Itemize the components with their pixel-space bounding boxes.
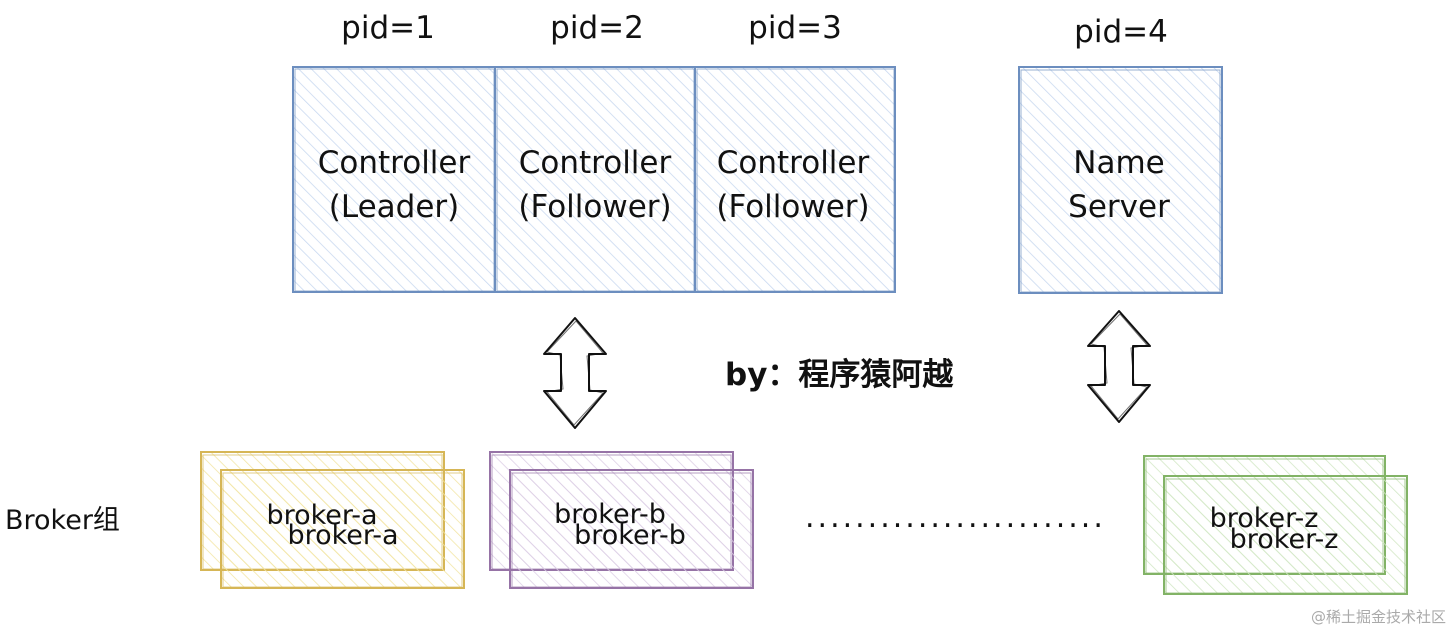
double-arrow-name-server — [1087, 310, 1151, 423]
broker-a-front-label: broker-a — [287, 520, 398, 551]
controller-follower-2-role: (Follower) — [716, 189, 869, 225]
controller-follower-box-1: Controller (Follower) — [494, 66, 696, 293]
pid-label-3: pid=3 — [748, 10, 842, 46]
controller-leader-title: Controller — [318, 145, 471, 181]
broker-a-back-label: broker-a — [266, 500, 377, 531]
broker-ellipsis: ........................ — [805, 500, 1106, 535]
name-server-box: Name Server — [1018, 66, 1223, 294]
pid-label-2: pid=2 — [550, 10, 644, 46]
author-credit: by：程序猿阿越 — [725, 357, 954, 393]
broker-z-front-label: broker-z — [1230, 524, 1339, 555]
controller-follower-box-2: Controller (Follower) — [694, 66, 896, 293]
broker-b-back-label: broker-b — [554, 499, 666, 530]
broker-group-label: Broker组 — [5, 505, 120, 536]
name-server-subtitle: Server — [1068, 189, 1170, 225]
controller-leader-role: (Leader) — [329, 189, 459, 225]
controller-follower-1-role: (Follower) — [518, 189, 671, 225]
broker-z-stack: broker-z broker-z — [1143, 455, 1408, 595]
pid-label-1: pid=1 — [341, 10, 435, 46]
name-server-title: Name — [1073, 145, 1164, 181]
double-arrow-controller — [543, 317, 607, 429]
broker-a-stack: broker-a broker-a — [200, 451, 465, 589]
controller-follower-1-title: Controller — [519, 145, 672, 181]
controller-follower-2-title: Controller — [717, 145, 870, 181]
watermark: @稀土掘金技术社区 — [1311, 608, 1446, 626]
broker-z-back-label: broker-z — [1210, 503, 1319, 534]
broker-b-front-label: broker-b — [574, 520, 686, 551]
pid-label-4: pid=4 — [1074, 14, 1168, 50]
broker-b-stack: broker-b broker-b — [489, 451, 754, 589]
controller-leader-box: Controller (Leader) — [292, 66, 496, 293]
